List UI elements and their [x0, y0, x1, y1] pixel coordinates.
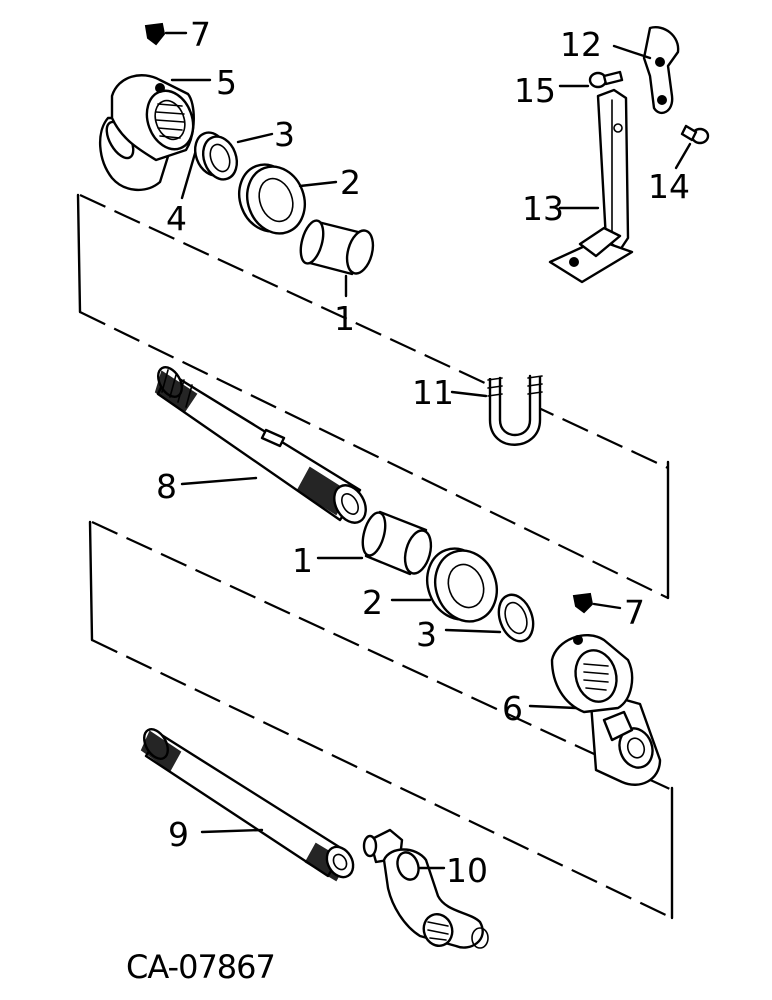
bushing-part-1-top: [299, 219, 375, 298]
set-screw-part-7-mid: [572, 592, 622, 614]
callout-5: 5: [216, 63, 237, 102]
callout-1-top: 1: [334, 299, 355, 338]
callout-8: 8: [156, 467, 177, 506]
callout-12: 12: [560, 25, 602, 64]
u-bolt-part-11: [450, 374, 543, 446]
rod-part-9: [140, 728, 355, 882]
callout-13: 13: [522, 189, 564, 228]
assembly-outline-upper: [76, 193, 670, 600]
screw-part-14: [674, 124, 710, 170]
callout-9: 9: [168, 815, 189, 854]
callout-15: 15: [514, 71, 556, 110]
callout-2-top: 2: [340, 163, 361, 202]
support-bracket-part-13: [548, 88, 634, 284]
assembly-outline-lower: [88, 520, 674, 920]
screw-part-15: [558, 70, 624, 89]
seal-ring-part-3-mid: [444, 593, 535, 643]
bracket-part-12: [612, 26, 680, 115]
lever-arm-part-6: [528, 634, 662, 786]
seal-part-2-mid: [390, 547, 498, 623]
callout-6: 6: [502, 689, 523, 728]
callout-7-top: 7: [190, 15, 211, 54]
seal-ring-part-3-top: [193, 131, 274, 181]
callout-7-mid: 7: [624, 593, 645, 632]
reference-code: CA-07867: [126, 948, 275, 986]
bushing-part-1-mid: [316, 510, 433, 576]
callout-14: 14: [648, 167, 690, 206]
snap-ring-part-4: [180, 148, 198, 200]
seal-part-2-top: [238, 163, 338, 235]
callout-1-mid: 1: [292, 541, 313, 580]
set-screw-part-7-top: [144, 22, 188, 46]
callout-2-mid: 2: [362, 583, 383, 622]
lever-housing-part-5: [98, 74, 212, 191]
callout-11: 11: [412, 373, 454, 412]
callout-3-mid: 3: [416, 615, 437, 654]
callout-4: 4: [166, 199, 187, 238]
callout-10: 10: [446, 851, 488, 890]
callout-3-top: 3: [274, 115, 295, 154]
shaft-part-8: [154, 366, 367, 524]
yoke-part-10: [362, 828, 489, 949]
